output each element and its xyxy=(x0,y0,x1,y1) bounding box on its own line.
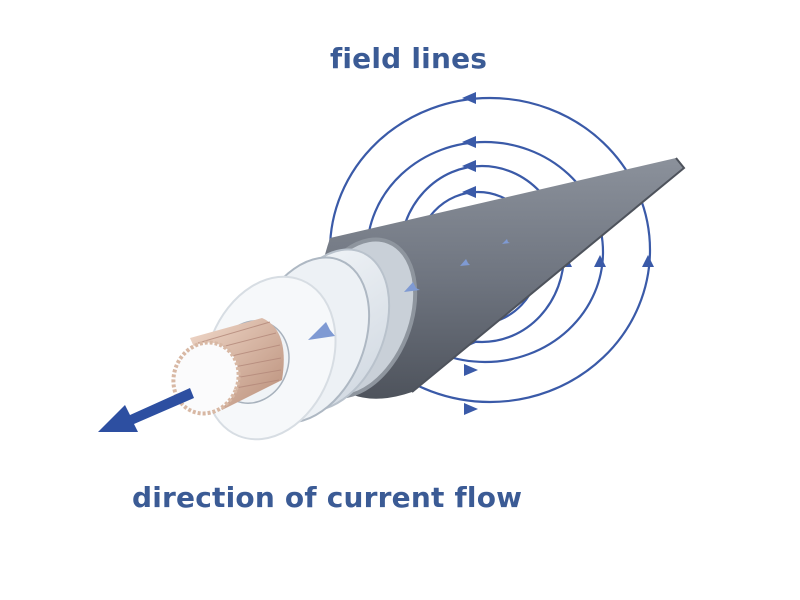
arrow-left-down-icon xyxy=(308,317,350,340)
field-lines-label: field lines xyxy=(330,42,488,75)
arrowhead-icon xyxy=(642,255,654,267)
arrowhead-icon xyxy=(462,92,476,104)
arrow-left-down-icon xyxy=(98,388,194,432)
field-arrowheads-top xyxy=(462,92,476,198)
arrowhead-icon xyxy=(464,364,478,376)
arrowhead-icon xyxy=(594,255,606,267)
current-direction-label: direction of current flow xyxy=(132,481,523,514)
arrow-left-down-icon xyxy=(502,238,516,244)
arrowhead-icon xyxy=(464,403,478,415)
arrowhead-icon xyxy=(462,186,476,198)
arrow-left-down-icon xyxy=(460,258,478,266)
arrow-left-down-icon xyxy=(404,279,432,292)
inner-current-arrows xyxy=(308,238,516,340)
arrowhead-icon xyxy=(462,136,476,148)
current-direction-arrow xyxy=(98,388,194,432)
arrowhead-icon xyxy=(462,160,476,172)
